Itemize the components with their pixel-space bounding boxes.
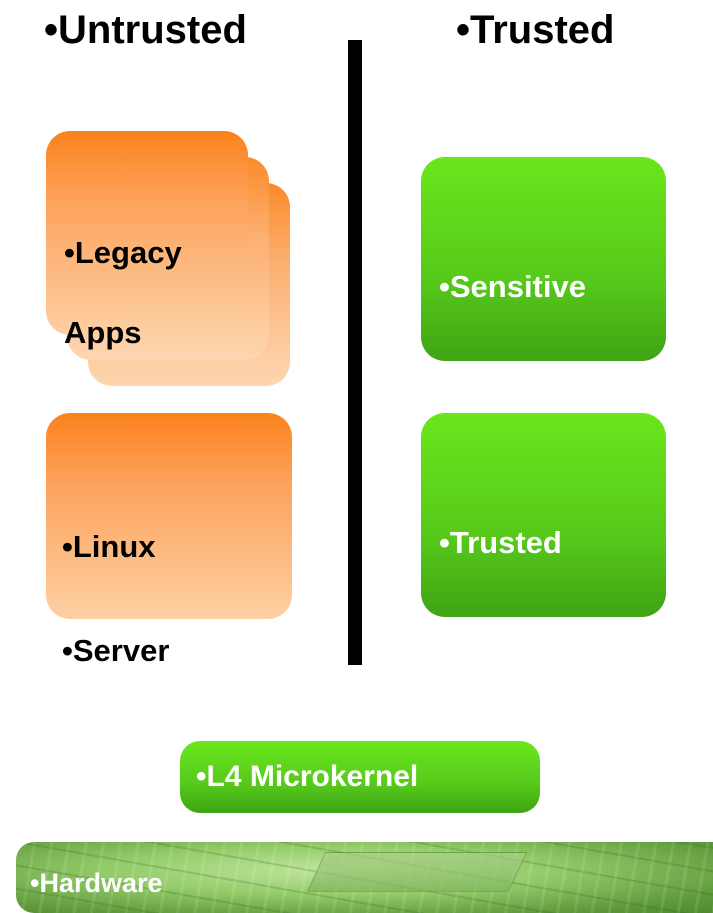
legacy-apps-line1: •Legacy	[64, 235, 182, 270]
sensitive-app-box: •Sensitive •App	[421, 157, 666, 408]
sensitive-app-line1: •Sensitive	[439, 269, 586, 304]
linux-server-label: •Linux •Server	[62, 469, 169, 729]
linux-server-line2: •Server	[62, 633, 170, 668]
trusted-service-label: •Trusted •Service	[439, 465, 562, 725]
hardware-label: •Hardware	[30, 868, 163, 898]
legacy-apps-box: •Legacy Apps	[46, 131, 248, 350]
trust-boundary-divider	[348, 40, 362, 665]
trusted-service-line1: •Trusted	[439, 525, 562, 560]
linux-server-line1: •Linux	[62, 529, 156, 564]
sensitive-app-line2: •App	[439, 373, 511, 408]
l4-microkernel-label: •L4 Microkernel	[196, 760, 419, 793]
hardware-layer: •Hardware	[16, 842, 713, 913]
trusted-heading: •Trusted	[456, 8, 615, 52]
linux-server-box: •Linux •Server	[46, 413, 292, 668]
trusted-service-line2: •Service	[439, 629, 561, 664]
l4-microkernel-box: •L4 Microkernel	[180, 741, 540, 813]
sensitive-app-label: •Sensitive •App	[439, 209, 586, 469]
legacy-apps-label: •Legacy Apps	[64, 193, 182, 393]
legacy-apps-line2: Apps	[64, 315, 142, 350]
untrusted-heading: •Untrusted	[44, 8, 247, 52]
trusted-service-box: •Trusted •Service	[421, 413, 666, 664]
circuit-board-chip-graphic	[306, 852, 528, 892]
